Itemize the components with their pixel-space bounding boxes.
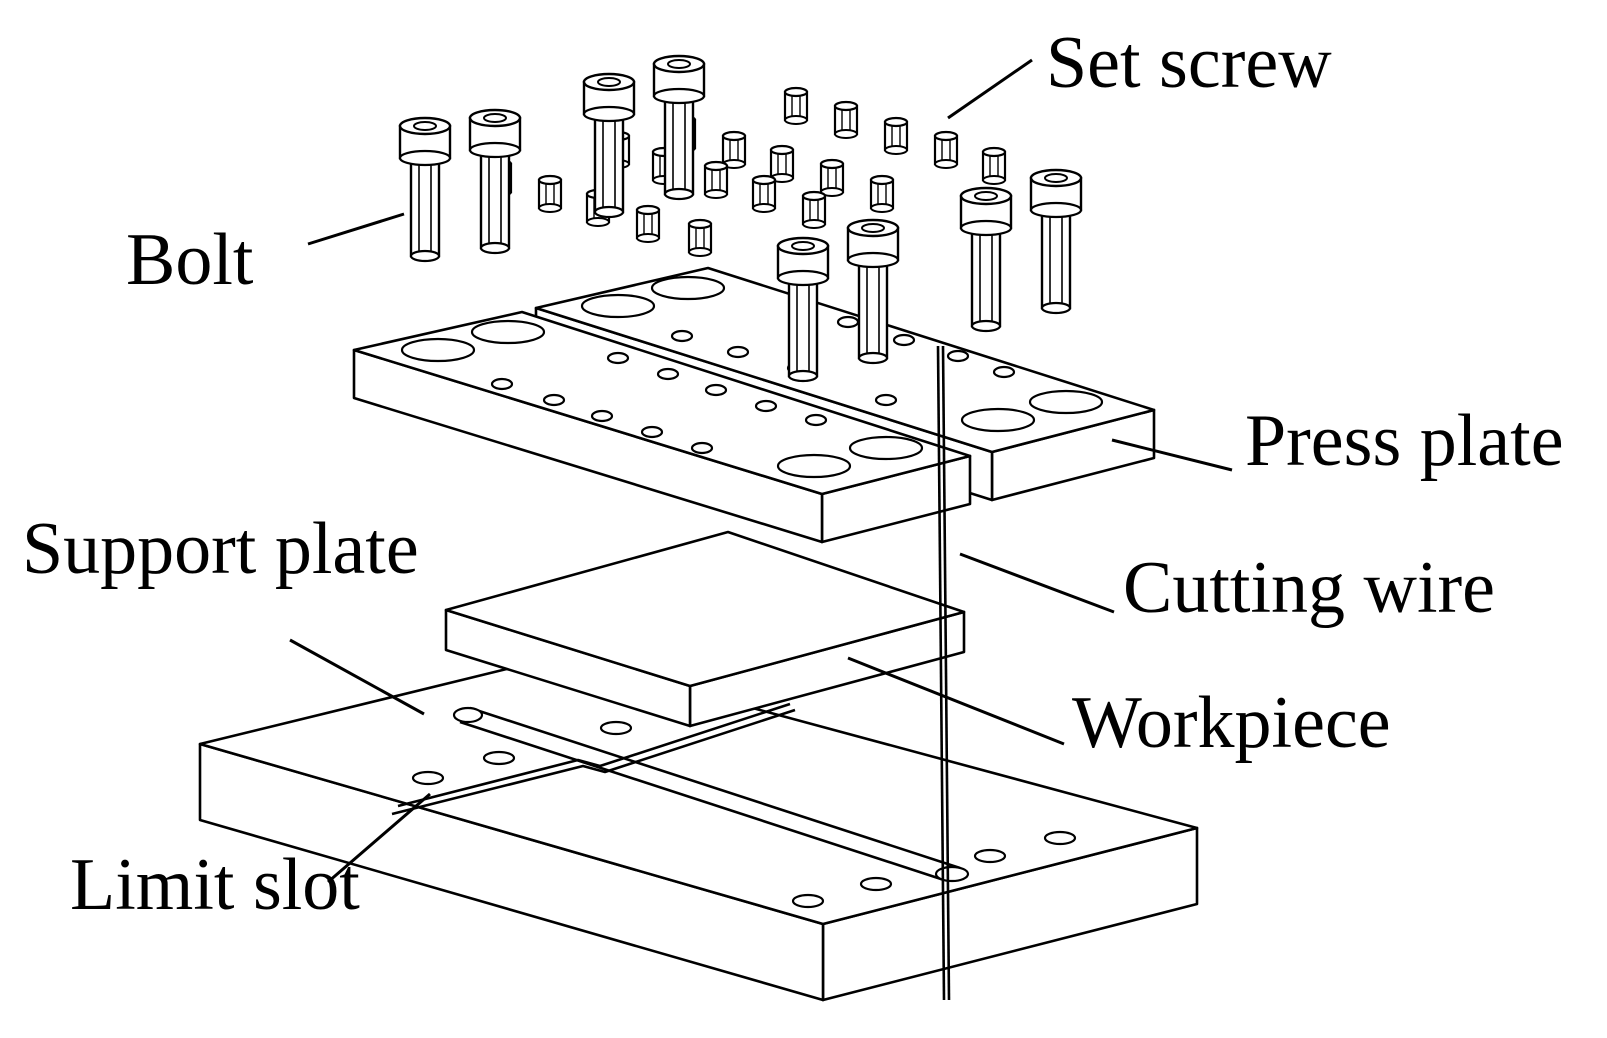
set-screws — [487, 86, 1007, 258]
label-bolt: Bolt — [126, 219, 254, 301]
bolt-5 — [959, 186, 1013, 333]
press-plate-right-top-face — [534, 266, 1156, 454]
bolt-2 — [468, 108, 522, 255]
label-press-plate: Press plate — [1245, 400, 1564, 482]
leader-support-plate — [289, 638, 425, 716]
leader-bolt — [307, 212, 405, 246]
label-set-screw: Set screw — [1046, 22, 1332, 104]
press-plate-left — [352, 310, 972, 544]
bolt-6 — [1029, 168, 1083, 315]
leader-workpiece — [847, 656, 1065, 746]
leader-lines — [289, 58, 1233, 884]
label-limit-slot: Limit slot — [70, 844, 360, 926]
label-workpiece: Workpiece — [1072, 682, 1391, 764]
press-plate-left-top-face — [352, 310, 972, 496]
press-plate-left-holes — [400, 319, 924, 479]
leader-press-plate — [1111, 438, 1233, 472]
leader-limit-slot — [327, 792, 431, 884]
support-plate-holes — [411, 720, 1077, 909]
workpiece-top-face — [444, 530, 966, 688]
leader-set-screw — [947, 58, 1033, 120]
label-cutting-wire: Cutting wire — [1123, 547, 1496, 629]
workpiece — [444, 530, 966, 728]
leader-cutting-wire — [959, 552, 1115, 614]
limit-slot — [391, 702, 970, 883]
press-plate-right-holes — [580, 275, 1104, 433]
cutting-wire — [936, 345, 951, 1001]
label-support-plate: Support plate — [22, 508, 419, 590]
bolt-1 — [398, 116, 452, 263]
